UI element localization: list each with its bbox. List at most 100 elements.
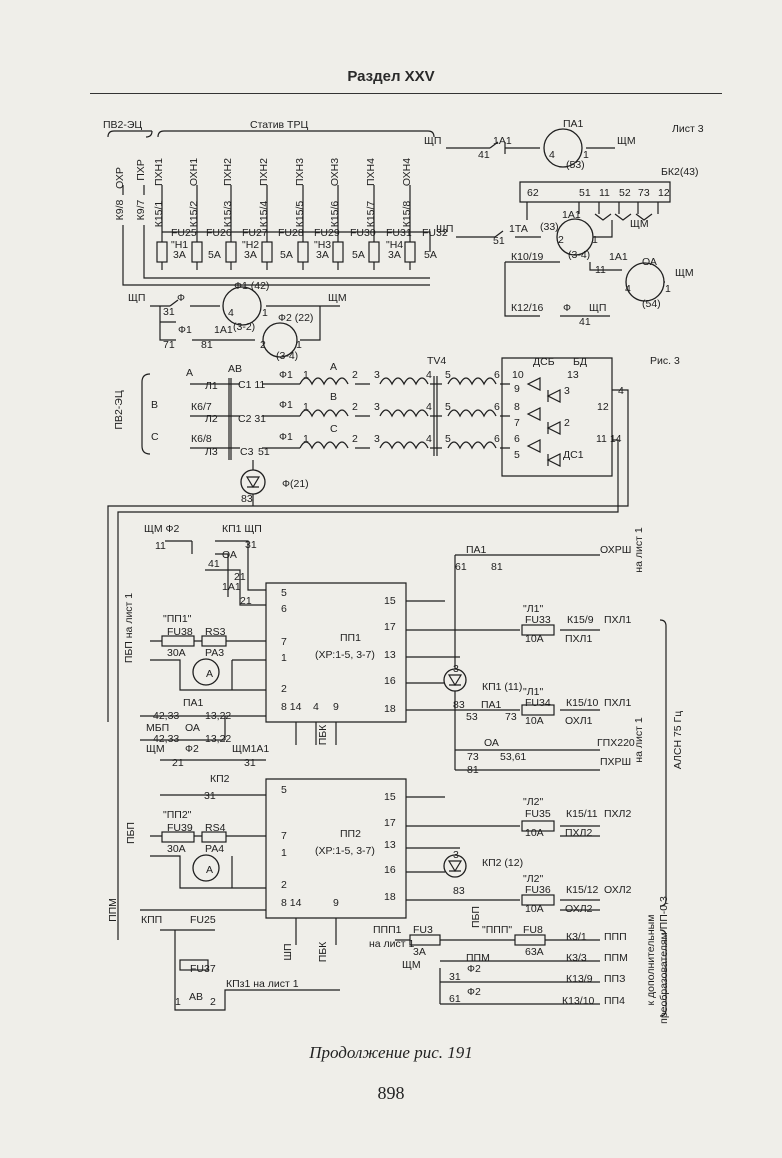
fuse-nick: "Н4 [386, 239, 403, 251]
diagram-label: 18 [384, 891, 396, 903]
diagram-label: ПХЛ1 [565, 633, 592, 645]
diagram-label: FU35 [525, 808, 551, 820]
fuse-rating: 3А [244, 249, 257, 261]
diagram-label: 51 [258, 446, 270, 458]
diagram-label: Ф1 (42) [234, 280, 269, 292]
diagram-label: ППМ [466, 952, 490, 964]
diagram-label: 3 [453, 663, 459, 675]
diagram-label: Статив ТРЦ [250, 119, 308, 131]
diagram-label: Ф2 [185, 743, 199, 755]
diagram-label: 18 [384, 703, 396, 715]
vertical-label: преобразователям ПП-0,3 [658, 896, 670, 1024]
diagram-label: К3/3 [566, 952, 587, 964]
diagram-label: 7 [514, 417, 520, 429]
diagram-label: 12 [597, 401, 609, 413]
vertical-label: ПХН1 [153, 158, 165, 186]
diagram-label: на лист 1 [369, 938, 415, 950]
diagram-label: 9 [333, 897, 339, 909]
vertical-label: ПХН4 [365, 158, 377, 186]
diagram-label: С3 [240, 446, 254, 458]
diagram-label: 73 [467, 751, 479, 763]
diagram-label: 1 [175, 996, 181, 1008]
diagram-label: 31 [449, 971, 461, 983]
diagram-label: "ПП2" [163, 809, 192, 821]
page-number: 898 [377, 1083, 405, 1103]
diagram-label: 42,33 [153, 710, 179, 722]
vertical-label: ПБК [317, 941, 329, 962]
diagram-label: FU25 [190, 914, 216, 926]
diagram-label: FU8 [523, 924, 543, 936]
vertical-label: ПБК [317, 724, 329, 745]
diagram-label: Ф2 (22) [278, 312, 313, 324]
diagram-label: К10/19 [511, 251, 544, 263]
fuse-nick: "Н1 [171, 239, 188, 251]
diagram-label: 81 [491, 561, 503, 573]
fuse-nick: "Н3 [314, 239, 331, 251]
diagram-label: ПА1 [563, 118, 584, 130]
diagram-label: 1 [281, 847, 287, 859]
vertical-label: на лист 1 [633, 527, 645, 573]
diagram-label: Лист 3 [672, 123, 704, 135]
diagram-label: 83 [453, 699, 465, 711]
diagram-label: К15/10 [566, 697, 599, 709]
diagram-label: ЩП [436, 223, 453, 235]
vertical-label: К15/2 [188, 201, 200, 228]
diagram-label: 6 [514, 433, 520, 445]
diagram-label: (ХР:1-5, 3-7) [315, 845, 375, 857]
diagram-label: ОА [222, 549, 237, 561]
diagram-label: В [330, 391, 337, 403]
diagram-label: (3-4) [568, 249, 590, 261]
diagram-label: Ф1 [279, 431, 293, 443]
vertical-label: К15/7 [365, 201, 377, 228]
diagram-label: К3/1 [566, 931, 587, 943]
diagram-label: 1 [296, 339, 302, 351]
diagram-label: FU36 [525, 884, 551, 896]
diagram-label: 8 14 [281, 897, 302, 909]
diagram-label: В [151, 399, 158, 411]
diagram-label: 6 [494, 433, 500, 445]
diagram-label: Ф [177, 292, 185, 304]
diagram-label: 4 [228, 307, 234, 319]
fuse-name: FU26 [206, 227, 232, 239]
diagram-label: 5 [445, 369, 451, 381]
vertical-label: К15/8 [401, 201, 413, 228]
diagram-label: 73 [505, 711, 517, 723]
diagram-label: КП2 (12) [482, 857, 523, 869]
diagram-label: 2 [281, 879, 287, 891]
vertical-label: ОХН3 [329, 158, 341, 186]
diagram-label: Ф [563, 302, 571, 314]
diagram-label: 4 [618, 385, 624, 397]
diagram-label: 2 [352, 433, 358, 445]
diagram-label: 42,33 [153, 733, 179, 745]
diagram-label: 10А [525, 827, 544, 839]
diagram-label: ПА1 [481, 699, 502, 711]
fuse-labels: FU25"Н13АFU265АFU27"Н23АFU285АFU29"Н33АF… [171, 227, 448, 261]
diagram-label: К6/7 [191, 401, 212, 413]
diagram-label: ПХЛ1 [604, 614, 631, 626]
diagram-label: 10А [525, 903, 544, 915]
wires [107, 130, 671, 1017]
diagram-label: 3 [374, 369, 380, 381]
transformer-coils [299, 377, 497, 450]
diagram-label: (3-4) [276, 350, 298, 362]
diagram-label: С2 31 [238, 413, 266, 425]
diagram-label: ППП [604, 931, 627, 943]
diagram-label: 1 [665, 283, 671, 295]
diagram-label: ДСБ [533, 356, 555, 368]
diagram-label: МБП [146, 722, 169, 734]
diagram-label: 41 [208, 558, 220, 570]
diagram-label: 4 [625, 283, 631, 295]
diagram-label: 2 [564, 417, 570, 429]
vertical-label: К9/7 [135, 199, 147, 220]
diagram-label: 1 [583, 149, 589, 161]
diagram-label: 13 [384, 649, 396, 661]
vertical-label: ОХН4 [401, 158, 413, 186]
fuse-rating: 3А [173, 249, 186, 261]
diagram-label: Ф2 [467, 963, 481, 975]
diagram-label: 41 [478, 149, 490, 161]
diagram-label: ДС1 [563, 449, 584, 461]
diagram-label: КП2 [210, 773, 230, 785]
fuse-name: FU28 [278, 227, 304, 239]
diagram-label: ОХРШ [600, 544, 631, 556]
diagram-label: ПА1 [466, 544, 487, 556]
